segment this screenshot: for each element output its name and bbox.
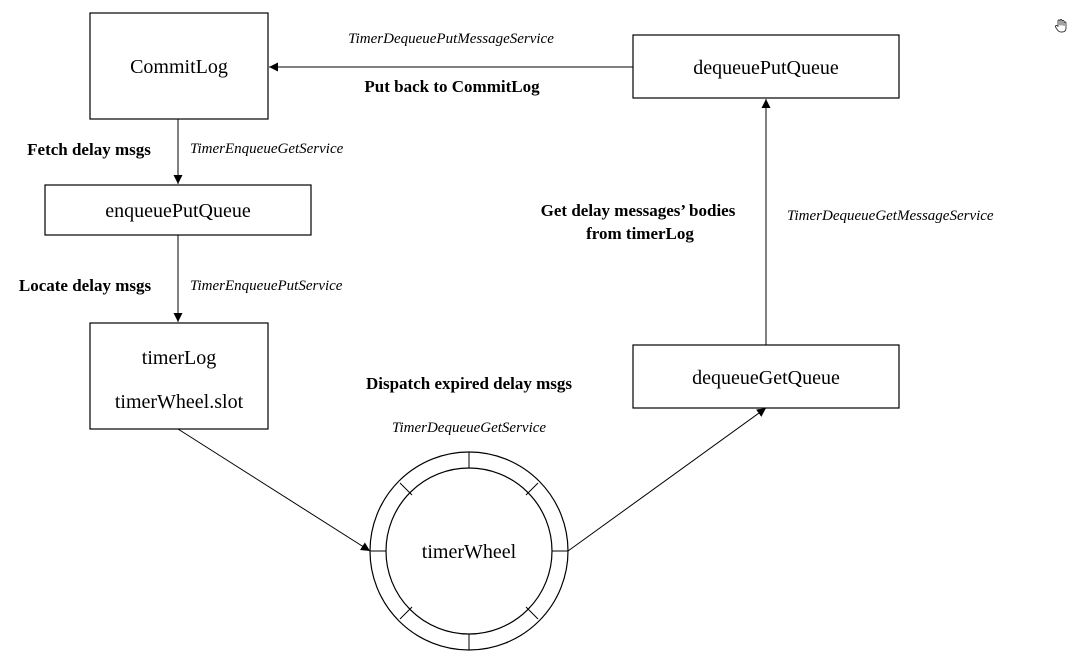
timerlog-label: timerLog xyxy=(142,347,216,369)
timerwheel-slot-label: timerWheel.slot xyxy=(115,391,244,413)
timerwheel-slot-dividers xyxy=(370,452,568,650)
dequeue-put-queue-node: dequeuePutQueue xyxy=(632,34,900,99)
locate-service-label: TimerEnqueuePutService xyxy=(190,278,343,294)
enqueue-put-queue-node: enqueuePutQueue xyxy=(44,184,312,236)
put-back-step-label: Put back to CommitLog xyxy=(364,77,540,96)
commitlog-node: CommitLog xyxy=(89,12,269,120)
arrow-timerlog-to-timerwheel xyxy=(177,428,371,552)
get-bodies-service-label: TimerDequeueGetMessageService xyxy=(787,208,994,224)
get-bodies-step-label-line2: from timerLog xyxy=(586,224,694,243)
dequeue-put-queue-label: dequeuePutQueue xyxy=(693,57,839,79)
dequeue-get-queue-label: dequeueGetQueue xyxy=(692,367,840,389)
dispatch-service-label: TimerDequeueGetService xyxy=(392,420,546,436)
timerwheel-node: timerWheel xyxy=(369,451,569,651)
timerlog-node: timerLog timerWheel.slot xyxy=(89,322,269,430)
dequeue-get-queue-node: dequeueGetQueue xyxy=(632,344,900,409)
hand-cursor-icon xyxy=(1054,19,1067,33)
dispatch-step-label: Dispatch expired delay msgs xyxy=(366,374,572,393)
enqueue-put-queue-label: enqueuePutQueue xyxy=(105,200,251,222)
fetch-service-label: TimerEnqueueGetService xyxy=(190,141,344,157)
get-bodies-step-label-line1: Get delay messages’ bodies xyxy=(541,201,736,220)
locate-step-label: Locate delay msgs xyxy=(19,276,152,295)
commitlog-label: CommitLog xyxy=(130,56,228,78)
put-back-service-label: TimerDequeuePutMessageService xyxy=(348,31,554,47)
arrow-timerwheel-to-dequeue-get xyxy=(567,407,767,552)
timerwheel-label: timerWheel xyxy=(422,541,517,563)
fetch-step-label: Fetch delay msgs xyxy=(27,140,151,159)
